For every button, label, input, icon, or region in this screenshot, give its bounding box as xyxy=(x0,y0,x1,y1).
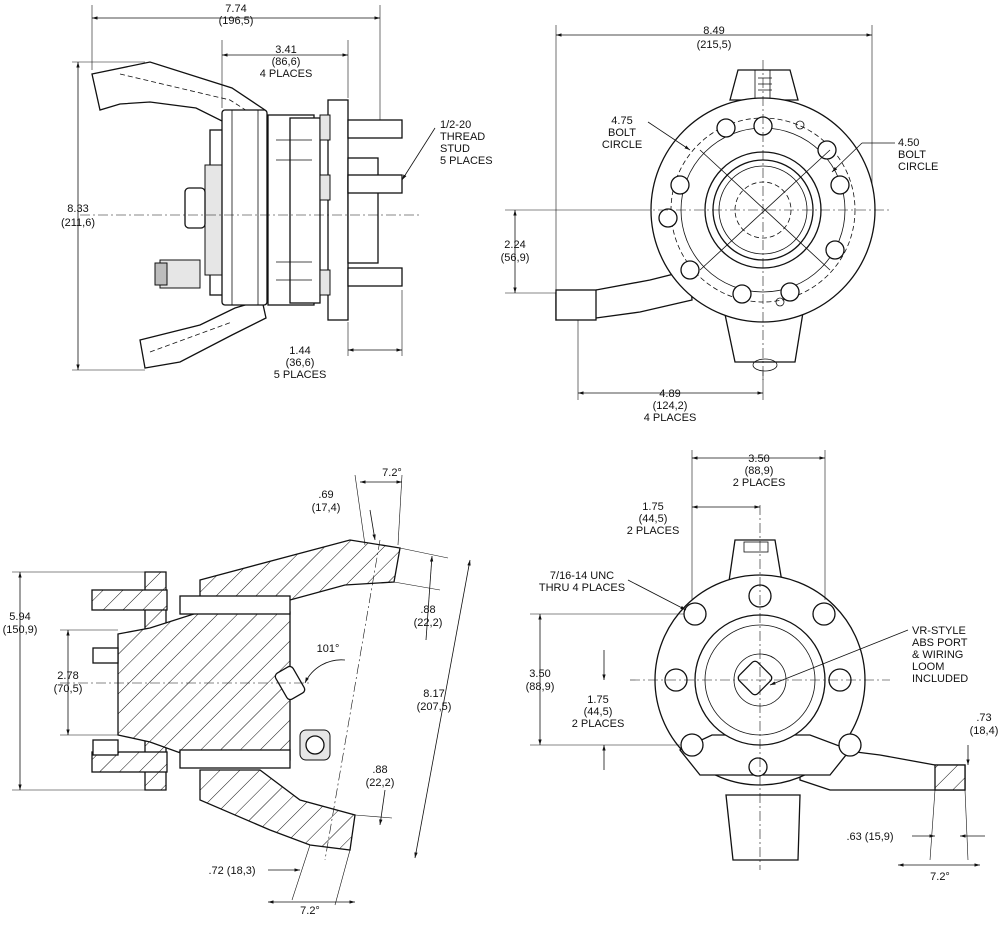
mount-bolt xyxy=(680,733,704,757)
hub-height-value: 2.78 xyxy=(57,670,78,682)
stud-length-qty: 5 PLACES xyxy=(274,369,327,381)
stud-callout-4: 5 PLACES xyxy=(440,155,493,167)
front-width-value: 8.49 xyxy=(703,25,724,37)
section-height-metric: (150,9) xyxy=(3,624,38,636)
thread-callout-1: 7/16-14 UNC xyxy=(550,570,614,582)
stud-spacing-metric: (86,6) xyxy=(272,56,301,68)
side-height-metric: (211,6) xyxy=(61,217,95,229)
stud-spacing-value: 3.41 xyxy=(275,44,296,56)
rear-v-value: 3.50 xyxy=(529,668,550,680)
arm-offset-value: 2.24 xyxy=(504,239,525,251)
mount-bolt xyxy=(838,733,862,757)
arm-bottom-metric: (22,2) xyxy=(366,777,395,789)
side-height-value: 8.33 xyxy=(67,203,88,215)
rear-half-h-qty: 2 PLACES xyxy=(627,525,680,537)
arm-top-metric: (22,2) xyxy=(414,617,443,629)
arm-reach-metric: (124,2) xyxy=(653,400,688,412)
hub-section xyxy=(117,611,291,761)
lower-arm-section xyxy=(199,769,356,851)
stud-length-metric: (36,6) xyxy=(286,357,315,369)
mount-bolt xyxy=(683,602,707,626)
wheel-stud xyxy=(347,174,403,194)
bc450-2: BOLT xyxy=(898,149,926,161)
section-height-value: 5.94 xyxy=(9,611,30,623)
rear-h-value: 3.50 xyxy=(748,453,769,465)
bc475-2: BOLT xyxy=(608,127,636,139)
rear-view: 3.50 (88,9) 2 PLACES 1.75 (44,5) 2 PLACE… xyxy=(526,450,999,883)
wheel-bolt xyxy=(658,208,678,228)
abs-callout-5: INCLUDED xyxy=(912,673,968,685)
rear-v-metric: (88,9) xyxy=(526,681,555,693)
front-width-metric: (215,5) xyxy=(697,39,732,51)
rear-arm-angle: 7.2° xyxy=(930,871,950,883)
side-view: 7.74 (196,5) 3.41 (86,6) 4 PLACES 8.33 (… xyxy=(61,3,493,381)
bc450-3: CIRCLE xyxy=(898,161,938,173)
wheel-bolt xyxy=(732,284,752,304)
arm-span-value: 8.17 xyxy=(423,688,444,700)
wheel-stud xyxy=(347,119,403,139)
wheel-bolt xyxy=(830,175,850,195)
wheel-bolt xyxy=(716,118,736,138)
abs-callout-3: & WIRING xyxy=(912,649,963,661)
section-view: 7.2° .69 (17,4) .88 (22,2) 5.94 (150,9) … xyxy=(3,467,471,917)
wheel-stud xyxy=(347,267,403,287)
stud-length-value: 1.44 xyxy=(289,345,310,357)
side-width-metric: (196,5) xyxy=(219,15,254,27)
rear-half-h-value: 1.75 xyxy=(642,501,663,513)
angle-bottom: 7.2° xyxy=(300,905,320,917)
bolt-pattern xyxy=(658,116,850,304)
rear-arm-thk-metric: (18,4) xyxy=(970,725,999,737)
abs-callout-4: LOOM xyxy=(912,661,944,673)
rear-half-v-qty: 2 PLACES xyxy=(572,718,625,730)
rear-h-qty: 2 PLACES xyxy=(733,477,786,489)
rear-arm-thk-value: .73 xyxy=(976,712,991,724)
flange-top-value: .69 xyxy=(318,489,333,501)
abs-callout-1: VR-STYLE xyxy=(912,625,966,637)
wheel-bolt xyxy=(817,140,837,160)
flange-bottom: .72 (18,3) xyxy=(208,865,255,877)
arm-offset-metric: (56,9) xyxy=(501,252,530,264)
abs-sensor-port xyxy=(737,660,773,696)
wheel-bolt xyxy=(680,260,700,280)
wheel-bolt xyxy=(670,175,690,195)
mount-bolt xyxy=(812,602,836,626)
kingpin-angle: 101° xyxy=(317,643,340,655)
bc450-1: 4.50 xyxy=(898,137,919,149)
lower-arm-boss xyxy=(725,794,801,861)
arm-reach-value: 4.89 xyxy=(659,388,680,400)
stud-callout-3: STUD xyxy=(440,143,470,155)
hub-height-metric: (70,5) xyxy=(54,683,83,695)
angle-top: 7.2° xyxy=(382,467,402,479)
wheel-bolt xyxy=(780,282,800,302)
rear-arm-width: .63 (15,9) xyxy=(846,831,893,843)
rear-h-metric: (88,9) xyxy=(745,465,774,477)
thread-callout-2: THRU 4 PLACES xyxy=(539,582,625,594)
flange-top-metric: (17,4) xyxy=(312,502,341,514)
stud-callout-2: THREAD xyxy=(440,131,485,143)
upper-arm-boss xyxy=(729,69,799,101)
stud-spacing-qty: 4 PLACES xyxy=(260,68,313,80)
bc475-3: CIRCLE xyxy=(602,139,642,151)
abs-callout-2: ABS PORT xyxy=(912,637,968,649)
stud-callout-1: 1/2-20 xyxy=(440,119,471,131)
arm-top-value: .88 xyxy=(420,604,435,616)
arm-span-metric: (207,5) xyxy=(417,701,452,713)
wheel-bolt xyxy=(825,240,845,260)
rear-half-v-value: 1.75 xyxy=(587,694,608,706)
rear-half-h-metric: (44,5) xyxy=(639,513,668,525)
hub-flange xyxy=(327,99,349,321)
arm-reach-qty: 4 PLACES xyxy=(644,412,697,424)
bc475-1: 4.75 xyxy=(611,115,632,127)
hub-pilot xyxy=(347,157,379,264)
side-width-value: 7.74 xyxy=(225,3,246,15)
rear-half-v-metric: (44,5) xyxy=(584,706,613,718)
front-view: 8.49 (215,5) 4.75 BOLT CIRCLE 4.50 BOLT … xyxy=(501,25,938,424)
upper-arm-section xyxy=(199,539,401,606)
lower-steering-arm xyxy=(139,299,267,369)
arm-bottom-value: .88 xyxy=(372,764,387,776)
mount-bolt xyxy=(748,757,768,777)
